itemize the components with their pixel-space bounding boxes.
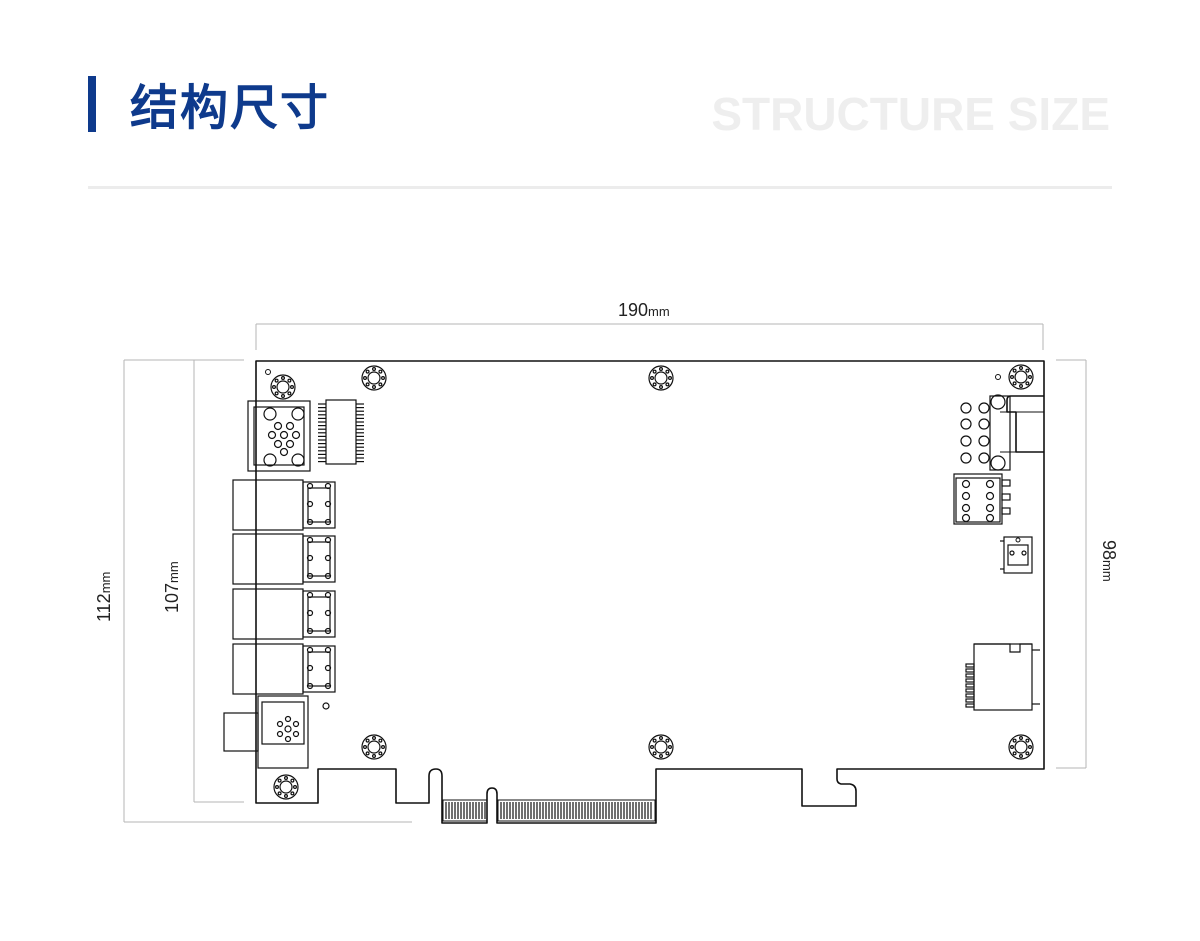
- bracket-notch: [1006, 395, 1044, 453]
- page-title: 结构尺寸: [130, 80, 331, 136]
- power-connector: [223, 695, 330, 769]
- right-header-block: [953, 473, 1011, 525]
- sd-card-slot: [965, 643, 1040, 711]
- dim-board-height-unit: mm: [166, 561, 181, 583]
- dim-width-label: 190mm: [618, 300, 670, 320]
- right-connector-block: [960, 394, 1011, 471]
- dimension-lines: [123, 323, 1087, 823]
- board-outline: [255, 360, 1045, 824]
- dim-total-height-label: 112mm: [94, 572, 114, 622]
- dim-board-height-value: 107: [162, 583, 182, 613]
- dim-board-height-label: 107mm: [162, 561, 182, 613]
- dim-bracket-height-value: 98: [1099, 540, 1119, 560]
- dim-width-unit: mm: [648, 304, 670, 319]
- dim-width-value: 190: [618, 300, 648, 320]
- dim-total-height-unit: mm: [98, 572, 113, 594]
- usb-c-connector: [1000, 536, 1033, 574]
- title-accent-bar: [88, 76, 96, 132]
- mounting-holes: [270, 364, 1034, 800]
- page-subtitle: STRUCTURE SIZE: [711, 88, 1110, 140]
- dim-bracket-height-label: 98mm: [1099, 540, 1119, 582]
- pcie-gold-fingers: [442, 799, 656, 822]
- header-divider: [88, 186, 1112, 189]
- rj45-connector: [247, 400, 311, 472]
- dim-total-height-value: 112: [94, 593, 114, 622]
- sfp-cages: [232, 479, 336, 695]
- ic-chip: [318, 399, 364, 465]
- dim-bracket-height-unit: mm: [1100, 560, 1115, 582]
